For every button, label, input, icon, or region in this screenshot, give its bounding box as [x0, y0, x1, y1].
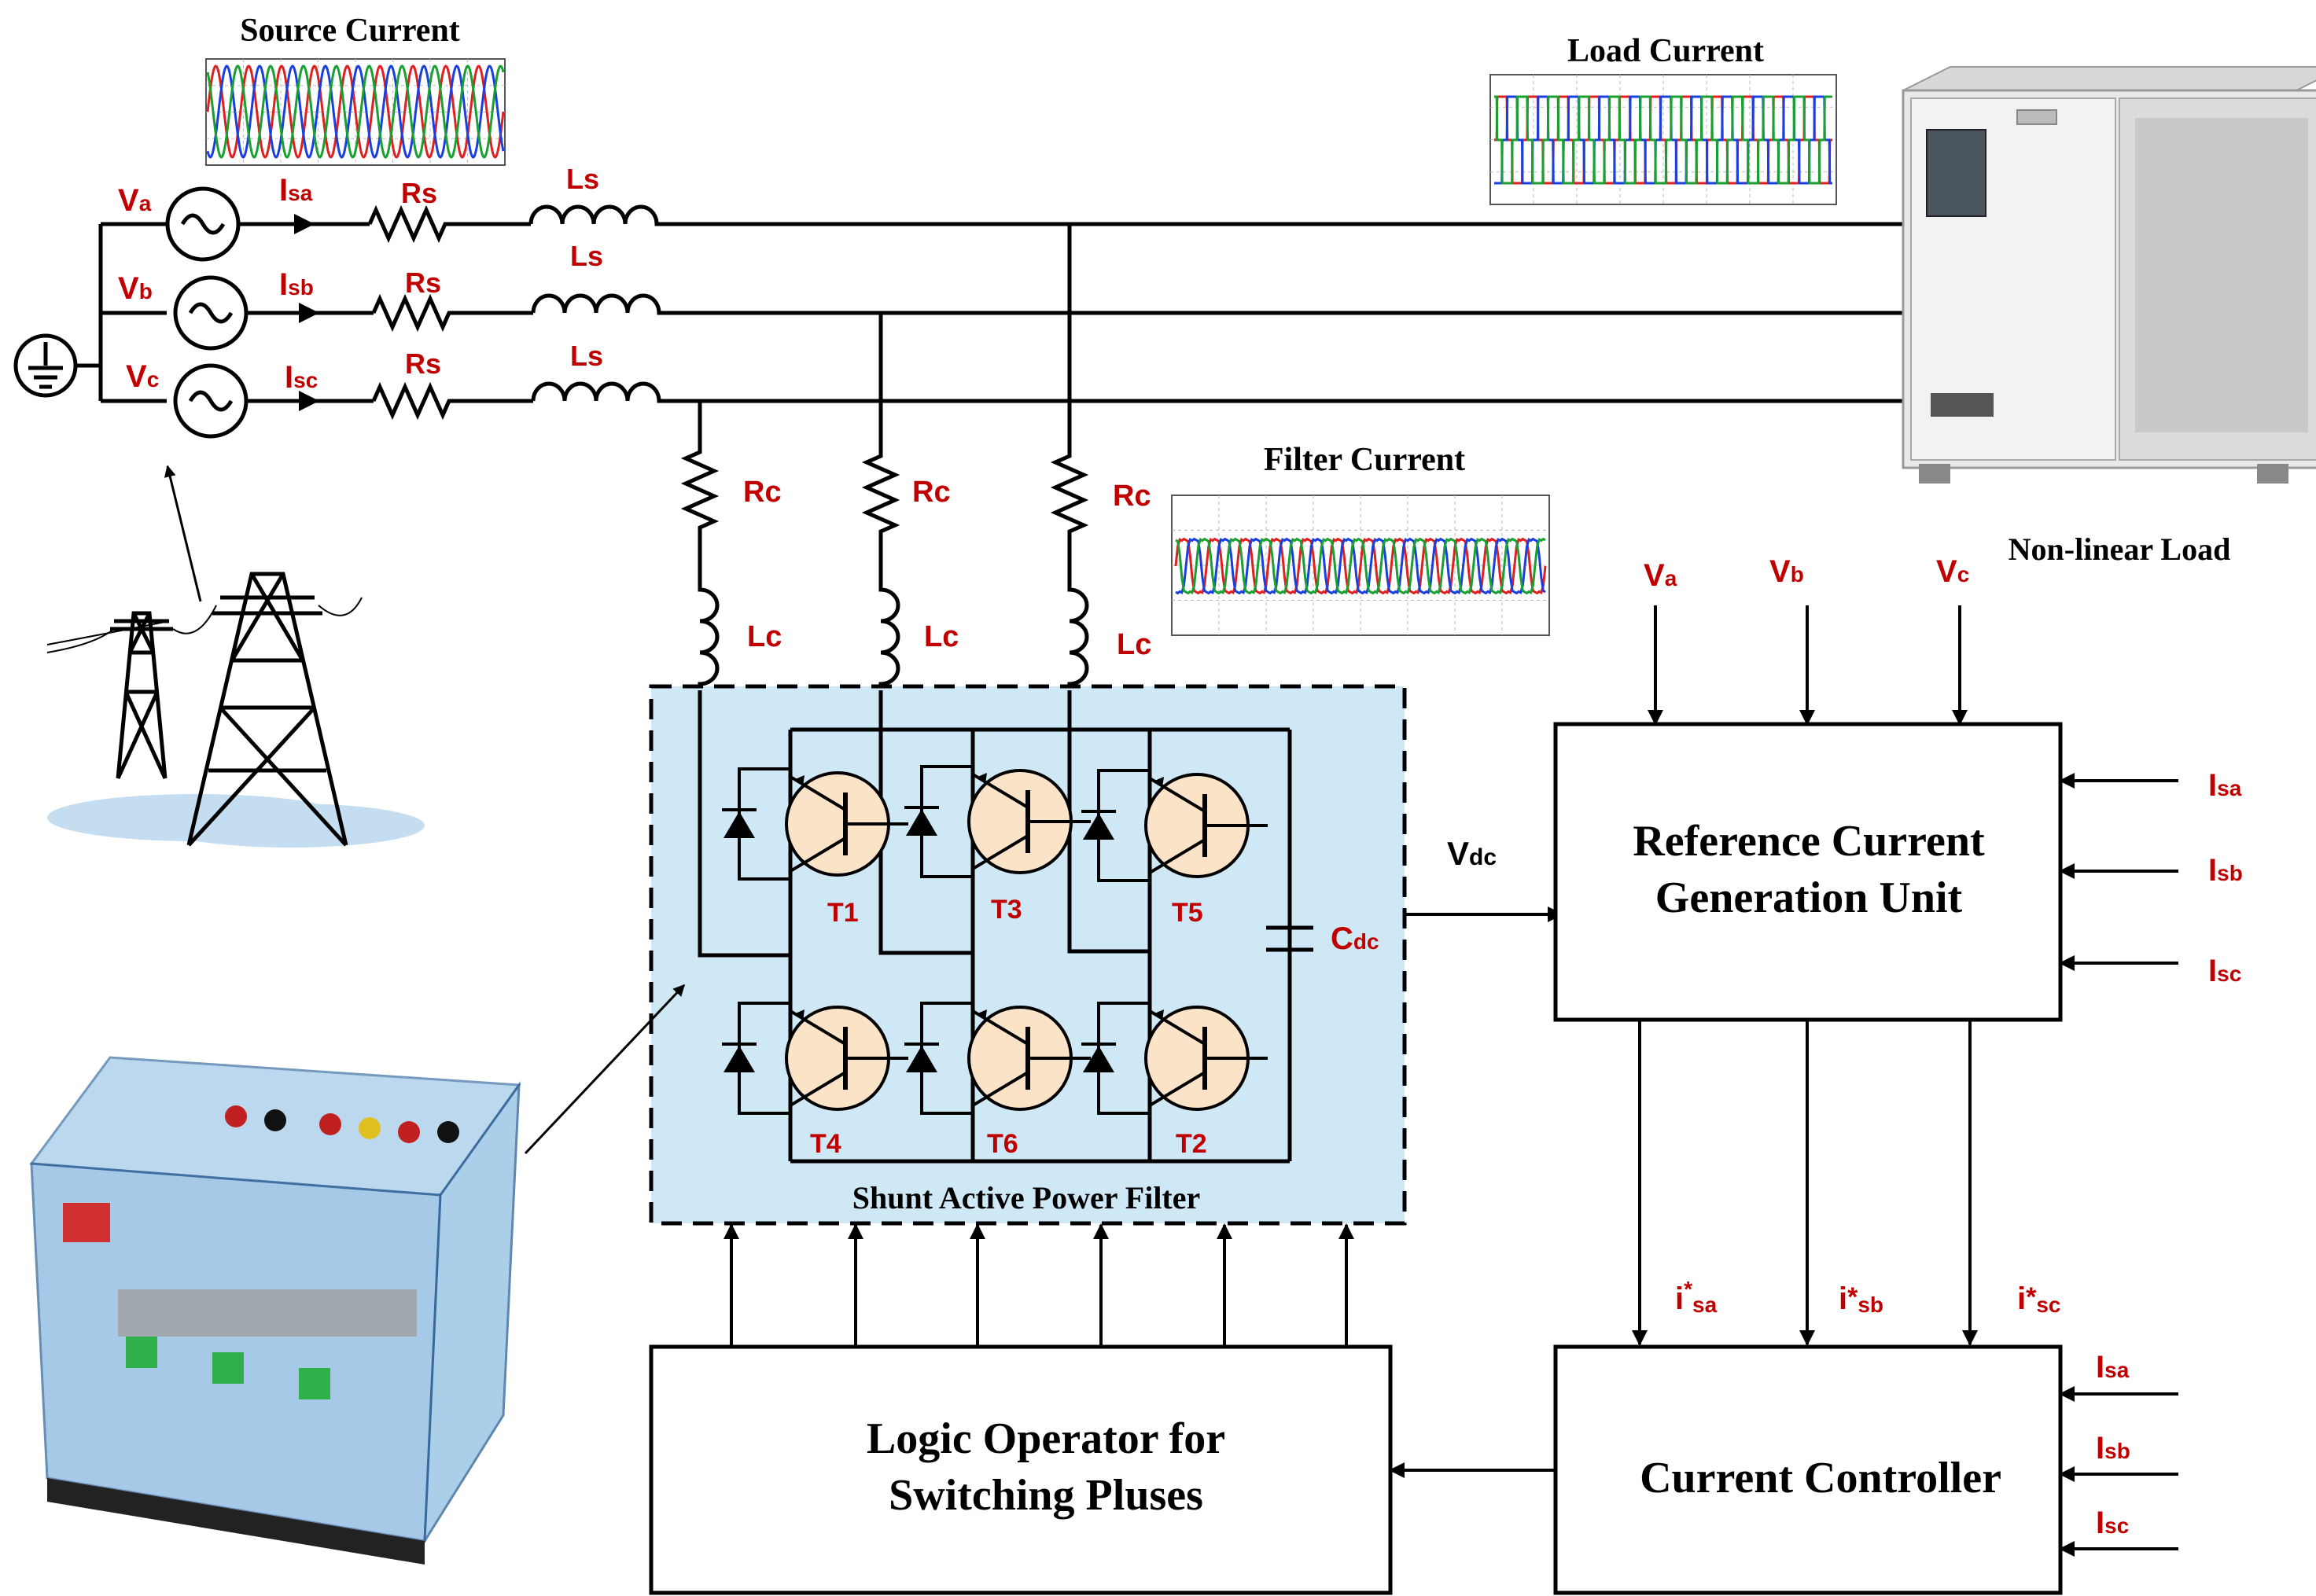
load-current-waveform	[1489, 74, 1837, 205]
igbt-bridge	[722, 765, 1268, 1115]
label-rc-1: Rc	[743, 476, 782, 509]
label-vb: Vb	[118, 271, 153, 306]
nonlinear-load-title: Non-linear Load	[2009, 531, 2231, 567]
label-isb: Isb	[279, 267, 314, 302]
filter-current-waveform	[1171, 495, 1550, 636]
label-rs-c: Rs	[405, 348, 441, 380]
label-va: Va	[118, 183, 152, 218]
label-vc: Vc	[126, 359, 159, 394]
ref-outputs	[1632, 1020, 1978, 1346]
label-t3: T3	[991, 895, 1022, 925]
cc-i-inputs	[2059, 1386, 2178, 1557]
label-vdc: Vdc	[1447, 835, 1497, 872]
ref-unit-line2: Generation Unit	[1655, 873, 1963, 922]
transmission-tower-illustration	[46, 465, 425, 848]
label-isc: Isc	[285, 360, 318, 395]
ref-input-vc: Vc	[1936, 554, 1969, 589]
cc-input-isb: Isb	[2096, 1431, 2130, 1465]
ref-output-isc: i*sc	[2017, 1282, 2061, 1317]
igbt-t4	[722, 1002, 908, 1115]
label-rc-3: Rc	[1113, 480, 1151, 513]
cc-input-isa: Isa	[2096, 1350, 2130, 1385]
label-lc-2: Lc	[924, 620, 959, 653]
label-lc-1: Lc	[747, 620, 782, 653]
ref-unit-line1: Reference Current	[1633, 817, 1985, 866]
igbt-t5	[1081, 769, 1268, 882]
igbt-t2	[1081, 1002, 1268, 1115]
ref-input-isa: Isa	[2208, 768, 2242, 803]
filter-branches	[680, 224, 1089, 690]
label-t1: T1	[827, 898, 859, 928]
gate-signal-arrows	[724, 1223, 1354, 1347]
ref-output-isb: i*sb	[1839, 1282, 1883, 1317]
ground-symbol	[13, 333, 78, 398]
ref-unit-i-inputs	[2059, 773, 2178, 971]
label-lc-3: Lc	[1117, 628, 1151, 661]
ref-output-isa: i*sa	[1675, 1277, 1718, 1317]
phase-b-source	[173, 275, 1903, 351]
label-t2: T2	[1176, 1129, 1207, 1159]
filter-current-title: Filter Current	[1264, 442, 1465, 478]
label-rc-2: Rc	[912, 476, 951, 509]
label-ls-a: Ls	[566, 163, 599, 195]
logic-operator-box	[649, 1344, 1393, 1595]
label-cdc: Cdc	[1331, 921, 1379, 956]
label-rs-a: Rs	[401, 177, 437, 209]
cc-input-isc: Isc	[2096, 1506, 2129, 1540]
phase-a-source	[165, 186, 1903, 262]
source-current-title: Source Current	[240, 13, 460, 49]
igbt-t1	[722, 767, 908, 881]
label-rs-b: Rs	[405, 267, 441, 299]
ref-unit-v-inputs	[1648, 605, 1968, 726]
current-controller-label: Current Controller	[1640, 1454, 2001, 1502]
load-current-title: Load Current	[1567, 33, 1764, 69]
ref-input-isb: Isb	[2208, 853, 2243, 888]
igbt-t3	[904, 765, 1091, 878]
label-t4: T4	[810, 1129, 841, 1159]
logic-operator-line2: Switching Pluses	[889, 1471, 1203, 1520]
label-ls-c: Ls	[570, 340, 603, 372]
source-current-waveform	[205, 58, 506, 166]
label-ls-b: Ls	[570, 240, 603, 272]
label-t5: T5	[1172, 898, 1203, 928]
logic-operator-line1: Logic Operator for	[867, 1414, 1225, 1463]
igbt-t6	[904, 1002, 1091, 1115]
nonlinear-load-cabinet	[1902, 66, 2316, 484]
label-t6: T6	[987, 1129, 1018, 1159]
ref-input-va: Va	[1644, 558, 1677, 593]
reference-current-unit-box	[1553, 722, 2063, 1022]
ref-input-isc: Isc	[2208, 954, 2241, 988]
phase-c-source	[173, 363, 1903, 439]
label-isa: Isa	[279, 173, 313, 208]
ref-input-vb: Vb	[1769, 554, 1804, 589]
sapf-title: Shunt Active Power Filter	[852, 1180, 1201, 1215]
sapf-hardware-illustration	[29, 984, 686, 1565]
